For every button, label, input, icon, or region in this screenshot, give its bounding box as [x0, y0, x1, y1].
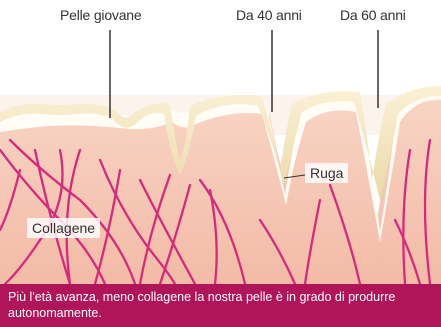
pointer-ruga	[283, 174, 306, 179]
caption-bar: Più l'età avanza, meno collagene la nost…	[0, 284, 441, 327]
caption-text: Più l'età avanza, meno collagene la nost…	[8, 290, 396, 320]
label-age-60: Da 60 anni	[340, 7, 406, 23]
label-young-skin: Pelle giovane	[60, 7, 142, 23]
label-collagen: Collagene	[27, 218, 101, 238]
label-age-40: Da 40 anni	[236, 7, 302, 23]
label-wrinkle: Ruga	[305, 163, 349, 183]
dermis	[0, 100, 441, 284]
